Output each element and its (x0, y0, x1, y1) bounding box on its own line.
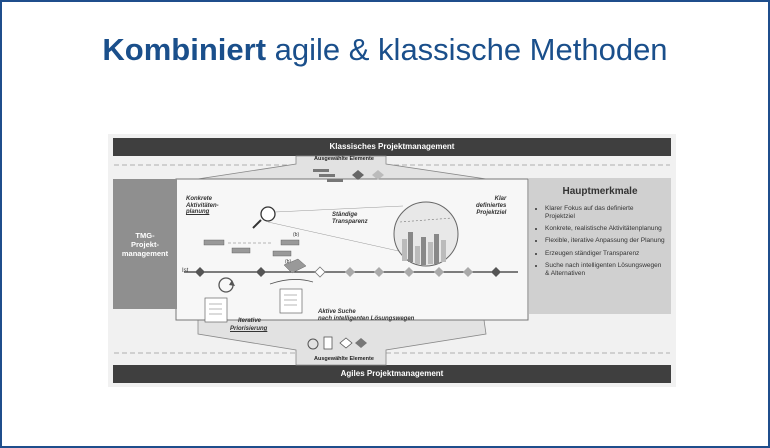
transparenz-label: Ständige Transparenz (332, 212, 368, 225)
backlog-cards (204, 288, 303, 323)
svg-text:(b): (b) (293, 232, 299, 238)
svg-text:(b): (b) (285, 259, 291, 265)
selected-top-label: Ausgewählte Elemente (314, 156, 374, 162)
feature-item: Konkrete, realistische Aktivitätenplanun… (545, 225, 665, 233)
klar-label: Klar definiertes Projektziel (476, 196, 507, 216)
classic-pm-bar: Klassisches Projektmanagement (113, 138, 671, 156)
planning-bars: (b) (b) (203, 232, 299, 265)
feature-item: Klarer Fokus auf das definierte Projektz… (545, 205, 665, 221)
transparency-chart-icon (393, 201, 459, 267)
feature-item: Erzeugen ständiger Transparenz (545, 250, 665, 258)
iterative-label: Iterative (238, 318, 262, 324)
konkrete-label: Konkrete Aktivitäten- (186, 196, 219, 209)
features-list: Klarer Fokus auf das definierte Projektz… (529, 205, 671, 278)
diagram-graphics: (b) (b) (114, 155, 670, 366)
timeline-milestones (195, 266, 501, 278)
selected-bottom-label: Ausgewählte Elemente (314, 356, 374, 362)
tmg-box: TMG- Projekt- management (113, 179, 177, 309)
suche-label: Aktive Suche nach intelligenten Lösungsw… (318, 309, 415, 322)
title-rest: agile & klassische Methoden (266, 32, 668, 67)
slide-title: Kombiniert agile & klassische Methoden (2, 32, 768, 68)
agile-pm-bar: Agiles Projektmanagement (113, 365, 671, 383)
cube-icon (283, 258, 307, 274)
method-diagram: Klassisches Projektmanagement Agiles Pro… (108, 134, 676, 387)
cycle-arrow-icon (218, 277, 235, 293)
priorisierung-label: Priorisierung (230, 326, 268, 332)
features-title: Hauptmerkmale (562, 186, 638, 197)
feature-item: Flexible, iterative Anpassung der Planun… (545, 237, 665, 245)
search-arrow (269, 279, 314, 285)
magnifier-icon (252, 206, 276, 229)
top-selected-shapes (313, 169, 384, 182)
bottom-selected-shapes (307, 336, 367, 350)
tmg-label: TMG- Projekt- management (121, 230, 169, 258)
feature-item: Suche nach intelligenten Lösungswegen & … (545, 262, 665, 278)
ist-label: Ist (182, 268, 189, 274)
features-box: Hauptmerkmale Klarer Fokus auf das defin… (529, 178, 671, 314)
planung-label: planung (186, 209, 210, 215)
title-bold: Kombiniert (102, 32, 267, 67)
